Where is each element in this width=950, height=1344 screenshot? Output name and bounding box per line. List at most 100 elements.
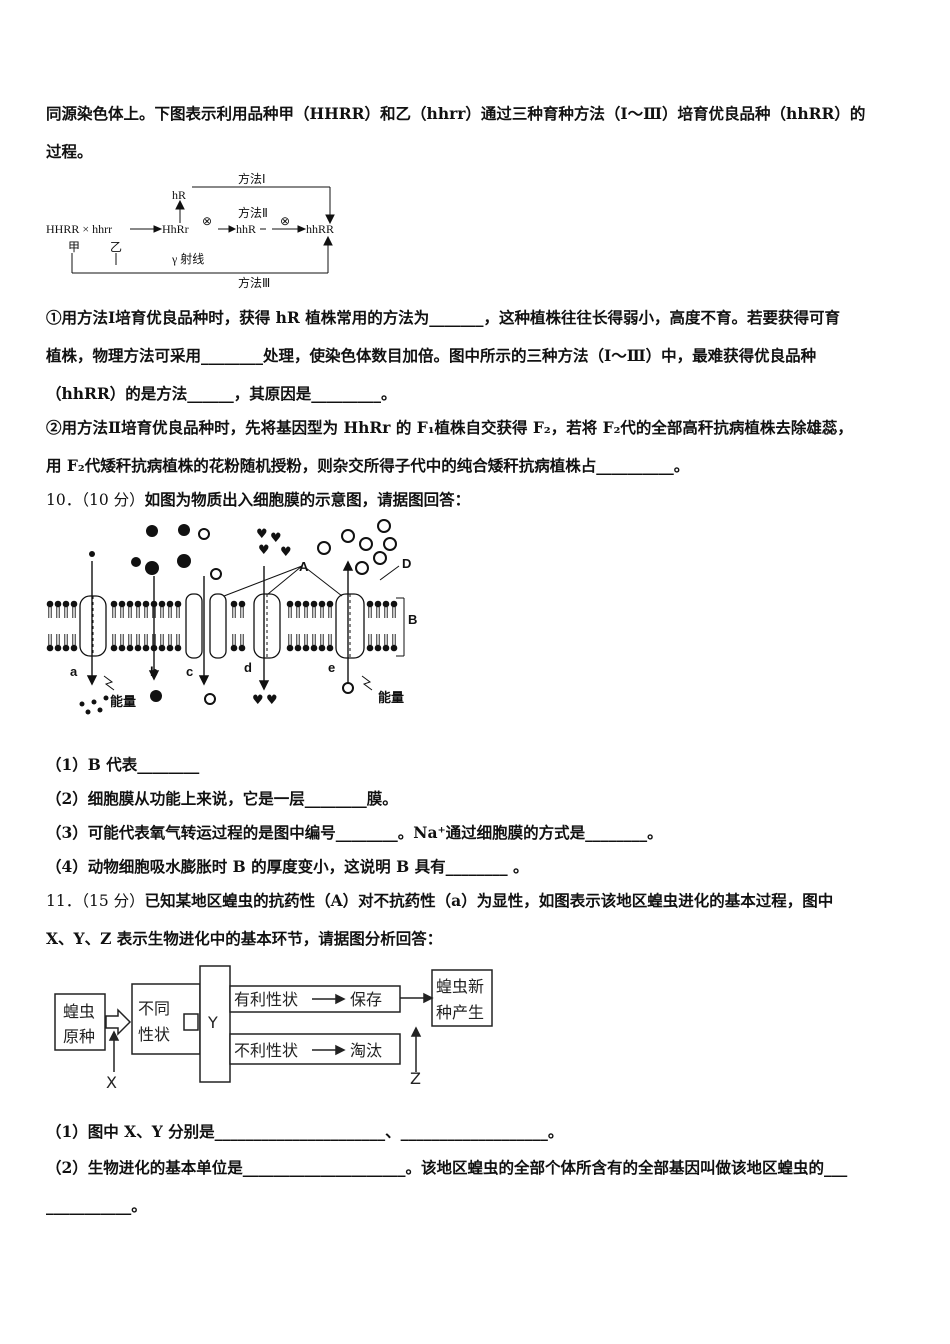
phospholipid-head: [326, 600, 334, 619]
good-trait-label: 有利性状: [234, 990, 298, 1009]
q10-score: （10 分）: [81, 491, 145, 509]
phospholipid-head: [302, 633, 310, 652]
phospholipid-head: [318, 600, 326, 619]
phospholipid-head: [158, 600, 166, 619]
phospholipid-head: [238, 600, 246, 619]
cross-symbol-1: ⊗: [202, 214, 212, 228]
phospholipid-head: [62, 600, 70, 619]
label-B: B: [408, 612, 417, 627]
phospholipid-head: [118, 600, 126, 619]
phospholipid-head: [310, 633, 318, 652]
label-A: A: [299, 559, 309, 574]
diff-label-2: 性状: [138, 1025, 170, 1044]
q11-title-text: 已知某地区蝗虫的抗药性（A）对不抗药性（a）为显性，如图表示该地区蝗虫进化的基本…: [144, 891, 834, 910]
q10-title-text: 如图为物质出入细胞膜的示意图，请据图回答：: [144, 490, 471, 509]
q10-item-3: （3）可能代表氧气转运过程的是图中编号________。Na⁺通过细胞膜的方式是…: [46, 823, 663, 842]
new-species-label-1: 蝗虫新: [436, 977, 484, 996]
phospholipid-head: [230, 633, 238, 652]
phospholipid-head: [374, 633, 382, 652]
cross-symbol-2: ⊗: [280, 214, 290, 228]
phospholipid-head: [374, 600, 382, 619]
phospholipid-head: [310, 600, 318, 619]
svg-text:♥: ♥: [270, 531, 282, 546]
q11-score: （15 分）: [81, 892, 145, 910]
q11-item-2-cont: ___________。: [46, 1196, 147, 1215]
phospholipid-head: [294, 600, 302, 619]
phospholipid-head: [70, 633, 78, 652]
phospholipid-head: [174, 633, 182, 652]
q11-item-2: （2）生物进化的基本单位是_____________________。该地区蝗虫…: [46, 1158, 848, 1177]
bad-trait-label: 不利性状: [234, 1041, 298, 1060]
label-d: d: [244, 660, 252, 675]
phospholipid-head: [46, 633, 54, 652]
phospholipid-head: [134, 633, 142, 652]
Y-label: Y: [207, 1013, 218, 1032]
Z-label: Z: [410, 1069, 421, 1088]
label-e: e: [328, 660, 335, 675]
q10-title: 10．（10 分）如图为物质出入细胞膜的示意图，请据图回答：: [46, 488, 470, 510]
q9-p2-line1: ②用方法Ⅱ培育优良品种时，先将基因型为 HhRr 的 F₁植株自交获得 F₂，若…: [46, 418, 853, 437]
phospholipid-head: [62, 633, 70, 652]
phospholipid-head: [142, 600, 150, 619]
phospholipid-head: [54, 633, 62, 652]
gamma-label: γ 射线: [171, 251, 204, 266]
diff-label-1: 不同: [138, 999, 170, 1018]
q9-p1-line3: （hhRR）的是方法______，其原因是_________。: [46, 384, 397, 403]
energy-label-1: 能量: [110, 694, 136, 709]
phospholipid-head: [366, 600, 374, 619]
energy-label-2: 能量: [378, 690, 404, 705]
q10-item-4: （4）动物细胞吸水膨胀时 B 的厚度变小，这说明 B 具有________ 。: [46, 857, 529, 876]
phospholipid-head: [126, 633, 134, 652]
phospholipid-head: [110, 600, 118, 619]
phospholipid-head: [302, 600, 310, 619]
phospholipid-head: [326, 633, 334, 652]
phospholipid-head: [286, 600, 294, 619]
svg-text:♥: ♥: [258, 543, 270, 558]
q9-p1-line1: ①用方法Ⅰ培育优良品种时，获得 hR 植株常用的方法为_______，这种植株往…: [46, 308, 840, 327]
phospholipid-head: [318, 633, 326, 652]
origin-label-2: 原种: [63, 1027, 95, 1046]
phospholipid-head: [166, 633, 174, 652]
yi-label: 乙: [110, 240, 122, 254]
eliminate-label: 淘汰: [350, 1041, 382, 1060]
phospholipid-head: [118, 633, 126, 652]
method3-label: 方法Ⅲ: [238, 275, 270, 290]
q11-title-line2: X、Y、Z 表示生物进化中的基本环节，请据图分析回答：: [46, 929, 443, 948]
phospholipid-head: [230, 600, 238, 619]
phospholipid-head: [54, 600, 62, 619]
svg-text:♥: ♥: [266, 693, 278, 708]
phospholipid-head: [70, 600, 78, 619]
phospholipid-head: [174, 600, 182, 619]
hhR-label: hhR: [236, 222, 256, 236]
phospholipid-head: [286, 633, 294, 652]
phospholipid-head: [126, 600, 134, 619]
q10-item-2: （2）细胞膜从功能上来说，它是一层________膜。: [46, 789, 398, 808]
protein-c-left: [185, 593, 203, 659]
svg-text:♥: ♥: [252, 693, 264, 708]
q9-p1-line2: 植株，物理方法可采用________处理，使染色体数目加倍。图中所示的三种方法（…: [46, 346, 817, 365]
intro-line-1: 同源染色体上。下图表示利用品种甲（HHRR）和乙（hhrr）通过三种育种方法（Ⅰ…: [46, 104, 866, 123]
X-label: X: [106, 1073, 117, 1092]
phospholipid-head: [158, 633, 166, 652]
phospholipid-head: [366, 633, 374, 652]
phospholipid-head: [134, 600, 142, 619]
intro-line-2: 过程。: [46, 142, 93, 161]
phospholipid-head: [46, 600, 54, 619]
keep-label: 保存: [350, 990, 382, 1009]
phospholipid-head: [110, 633, 118, 652]
svg-text:♥: ♥: [280, 545, 292, 560]
phospholipid-head: [166, 600, 174, 619]
origin-label-1: 蝗虫: [63, 1002, 95, 1021]
phospholipid-head: [390, 600, 398, 619]
protein-c-right: [209, 593, 227, 659]
f1-label: HhRr: [162, 222, 189, 236]
label-a: a: [70, 664, 78, 679]
q10-number: 10．: [46, 491, 82, 509]
phospholipid-head: [382, 600, 390, 619]
label-b: b: [150, 664, 158, 679]
method2-label: 方法Ⅱ: [238, 205, 268, 220]
membrane-diagram: ♥♥♥♥ ♥♥ a b c d e A B D 能量 能量: [46, 519, 417, 715]
parents-label: HHRR × hhrr: [46, 222, 112, 236]
phospholipid-head: [294, 633, 302, 652]
jia-label: 甲: [68, 240, 80, 254]
